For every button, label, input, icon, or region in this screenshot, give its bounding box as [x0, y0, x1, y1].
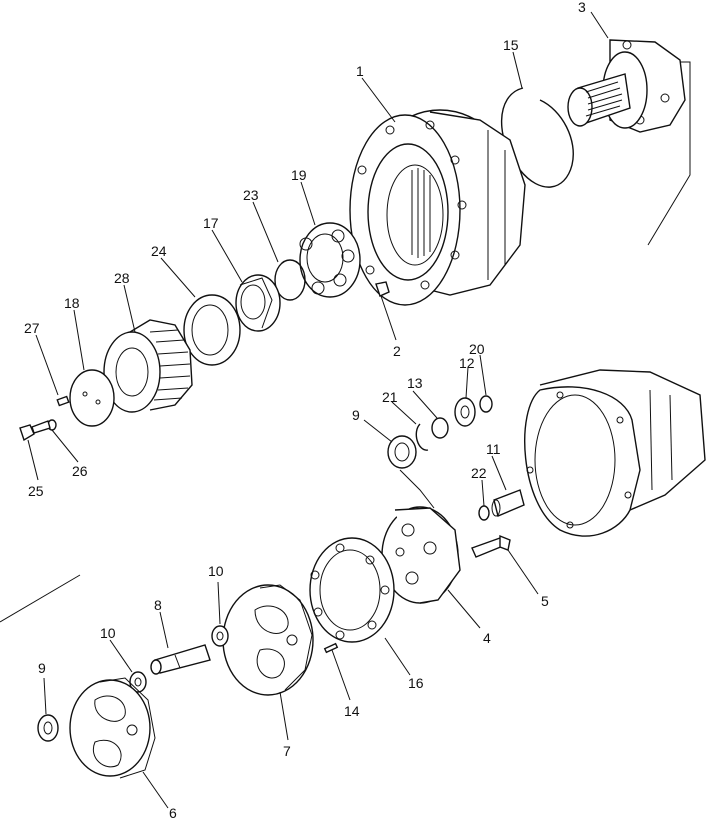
- label-part-5: 5: [541, 593, 549, 609]
- label-part-8: 8: [154, 597, 162, 613]
- part-20-ring: [479, 395, 493, 413]
- part-19-bearing: [299, 222, 361, 298]
- label-part-28: 28: [114, 270, 130, 286]
- part-7-carrier-gear: [222, 584, 314, 696]
- part-12-gear: [454, 397, 476, 427]
- label-part-20: 20: [469, 341, 485, 357]
- part-24-seal-ring: [183, 294, 241, 366]
- label-part-13: 13: [407, 375, 423, 391]
- part-11-shaft: [491, 489, 525, 517]
- part-10-bushing-upper: [211, 625, 229, 647]
- label-part-10-upper: 10: [208, 563, 224, 579]
- label-part-12: 12: [459, 355, 475, 371]
- label-part-10-lower: 10: [100, 625, 116, 641]
- part-4-carrier: [381, 506, 461, 604]
- part-2-plug: [375, 281, 390, 297]
- label-part-19: 19: [291, 167, 307, 183]
- part-22-washer: [478, 505, 490, 521]
- part-6-gear-plate: [69, 677, 156, 779]
- part-3-shaft-flange: [567, 39, 686, 133]
- part-18-thrust-plate: [69, 369, 115, 427]
- label-part-1: 1: [356, 63, 364, 79]
- label-part-15: 15: [503, 37, 519, 53]
- part-16-bearing-ring: [309, 537, 395, 643]
- label-part-9-upper: 9: [352, 407, 360, 423]
- part-15-snap-ring: [500, 87, 574, 188]
- label-part-6: 6: [169, 805, 177, 821]
- part-25-bolt: [19, 420, 51, 442]
- label-part-26: 26: [72, 463, 88, 479]
- part-13-bushing: [431, 417, 449, 439]
- label-part-4: 4: [483, 630, 491, 646]
- leader-lines: [27, 11, 609, 809]
- label-part-24: 24: [151, 243, 167, 259]
- part-8-shaft: [150, 644, 211, 675]
- part-21-snap-ring: [415, 423, 429, 451]
- part-23-o-ring: [274, 259, 306, 301]
- part-1-hub-housing: [349, 109, 526, 306]
- label-part-21: 21: [382, 389, 398, 405]
- label-part-18: 18: [64, 295, 80, 311]
- part-17-seal: [235, 274, 281, 332]
- part-28-splined-ring: [103, 319, 193, 413]
- part-9-bearing-upper: [387, 435, 417, 469]
- motor-housing: [524, 369, 706, 537]
- label-part-17: 17: [203, 215, 219, 231]
- label-part-25: 25: [28, 483, 44, 499]
- label-part-9-lower: 9: [38, 660, 46, 676]
- label-part-11: 11: [486, 441, 501, 457]
- frame-line-lower: [0, 574, 81, 623]
- part-9-bearing-lower: [37, 714, 59, 742]
- part-number-labels: 3 15 1 19 23 17 24 28 18 27 26 25 2 12 2…: [24, 0, 586, 821]
- part-5-bolt: [471, 534, 511, 558]
- label-part-27: 27: [24, 320, 40, 336]
- label-part-3: 3: [578, 0, 586, 15]
- label-part-22: 22: [471, 465, 487, 481]
- label-part-2: 2: [393, 343, 401, 359]
- label-part-7: 7: [283, 743, 291, 759]
- part-27-pin: [56, 395, 70, 407]
- label-part-16: 16: [408, 675, 424, 691]
- label-part-23: 23: [243, 187, 259, 203]
- label-part-14: 14: [344, 703, 360, 719]
- part-14-pin: [323, 642, 339, 654]
